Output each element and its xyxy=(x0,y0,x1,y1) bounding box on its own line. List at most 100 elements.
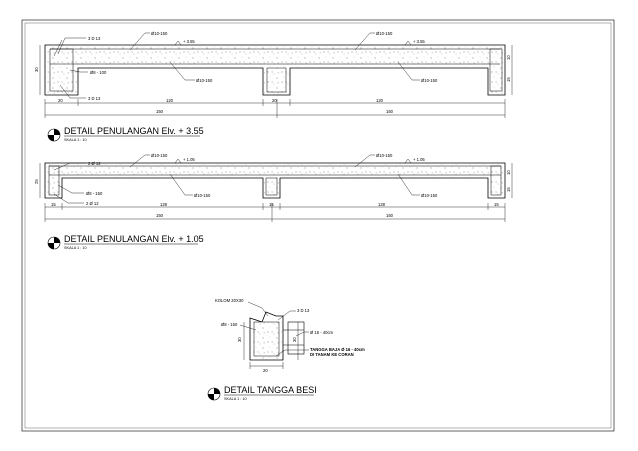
detail-1-leader-bar-top-a xyxy=(129,32,150,51)
detail-3-column-outline xyxy=(249,311,284,361)
detail-2-label-height-right-b: 15 xyxy=(506,187,511,192)
detail-3-leader-note xyxy=(275,349,309,357)
detail-1-label-top-left-bar: 3 D 13 xyxy=(88,36,101,41)
detail-1-label-elev-a: + 3.55 xyxy=(183,39,195,44)
sheet-inner-border xyxy=(24,22,612,429)
detail-1-dim-lower-1: 20 xyxy=(58,98,63,103)
detail-1-dim-total-2: 150 xyxy=(386,109,394,114)
detail-1-leader-stirrup xyxy=(69,69,88,73)
detail-3-section: KOLOM 20X30 3 D 13 Ø8 - 150 Ø 16 - 40cm … xyxy=(207,298,365,401)
detail-3-label-note-2: DI TANAM KE CORAN xyxy=(310,352,354,357)
detail-1-title: DETAIL PENULANGAN Elv. + 3.55 xyxy=(64,126,204,136)
detail-1-mid-stirrup xyxy=(266,67,287,93)
detail-3-column-stirrup xyxy=(253,321,280,357)
detail-1-slab-outline xyxy=(44,44,506,96)
detail-1-dim-lower-2: 120 xyxy=(166,98,174,103)
detail-2-label-bar-top-b: Ø10-150 xyxy=(376,153,393,158)
detail-1-label-elev-b: + 3.55 xyxy=(413,39,425,44)
detail-2-leader-bar-top-a xyxy=(129,154,150,168)
detail-1-leader-bar-top-b xyxy=(354,32,375,51)
detail-2-dim-total-1: 150 xyxy=(156,213,164,218)
detail-1-right-stirrup xyxy=(489,48,503,92)
detail-3-dim-right: 30 xyxy=(292,337,297,342)
detail-3-leader-column xyxy=(247,301,269,317)
detail-1-dim-total-1: 150 xyxy=(156,109,164,114)
detail-1-concrete-right xyxy=(489,67,504,94)
detail-2-dim-lower-2: 128 xyxy=(160,202,168,207)
detail-2-label-top-left-bar: 2 Ø 12 xyxy=(88,161,101,166)
detail-1-label-bar-bot-a: Ø10-150 xyxy=(196,78,213,83)
detail-2-title-symbol xyxy=(47,236,61,250)
detail-2-leader-top-left xyxy=(53,162,86,171)
detail-1-leader-top-left xyxy=(57,37,86,55)
detail-1-concrete-left xyxy=(46,67,77,94)
detail-2-left-stirrup xyxy=(48,165,60,196)
detail-2-elev-mark-b xyxy=(404,158,412,164)
detail-2-label-bar-bot-a: Ø10-150 xyxy=(194,193,211,198)
detail-1-elev-mark-a xyxy=(174,40,182,46)
detail-3-column-concrete xyxy=(251,322,282,359)
detail-3-label-top-bar: 3 D 13 xyxy=(297,308,310,313)
detail-2-dim-lower-5: 15 xyxy=(494,202,499,207)
detail-1-label-bar-top-b: Ø10-150 xyxy=(376,31,393,36)
detail-1-label-height-left: 30 xyxy=(34,67,39,72)
detail-3-label-step-bar: Ø 16 - 40cm xyxy=(310,330,334,335)
detail-1-label-stirrup: Ø8 - 100 xyxy=(90,70,107,75)
detail-2-label-elev-b: + 1.05 xyxy=(413,157,425,162)
detail-1-leader-bar-bot-a xyxy=(169,61,195,81)
detail-2-concrete-top xyxy=(46,164,504,177)
detail-1-scale: SKALA 1 : 10 xyxy=(64,138,87,142)
detail-3-label-column: KOLOM 20X30 xyxy=(215,298,244,303)
detail-2-dim-lower-1: 15 xyxy=(51,202,56,207)
detail-2-leader-bar-bot-b xyxy=(397,173,420,196)
detail-3-title-symbol xyxy=(207,387,221,401)
detail-2-concrete-left xyxy=(46,177,61,197)
detail-2-dim-lower-4: 128 xyxy=(378,202,386,207)
detail-2-scale: SKALA 1 : 10 xyxy=(64,246,87,250)
detail-2-label-height-left: 25 xyxy=(34,179,39,184)
detail-2-section: 2 Ø 12 Ø8 - 150 2 Ø 12 Ø10-150 Ø10-150 Ø… xyxy=(34,153,513,250)
detail-2-leader-bottom-left xyxy=(53,193,84,204)
detail-1-label-bottom-left-bar: 3 D 13 xyxy=(88,96,101,101)
detail-3-ladder-outline xyxy=(287,321,305,355)
detail-2-label-bottom-left-bar: 2 Ø 12 xyxy=(86,201,99,206)
detail-2-elev-mark-a xyxy=(174,158,182,164)
detail-2-dim-total-2: 150 xyxy=(386,213,394,218)
detail-2-label-bar-top-a: Ø10-150 xyxy=(151,153,168,158)
detail-2-label-elev-a: + 1.05 xyxy=(183,157,195,162)
detail-3-title: DETAIL TANGGA BESI xyxy=(224,385,317,395)
detail-1-label-bar-bot-b: Ø10-150 xyxy=(421,78,438,83)
detail-2-label-stirrup: Ø8 - 150 xyxy=(86,191,103,196)
detail-1-title-symbol xyxy=(47,128,61,142)
detail-1-leader-bar-bot-b xyxy=(397,61,420,81)
detail-3-label-stirrup: Ø8 - 150 xyxy=(221,322,238,327)
detail-1-leader-bottom-left xyxy=(59,84,86,99)
detail-2-title: DETAIL PENULANGAN Elv. + 1.05 xyxy=(64,234,204,244)
detail-1-concrete-top xyxy=(46,46,504,67)
detail-2-label-height-right-a: 10 xyxy=(506,170,511,175)
detail-2-concrete-right xyxy=(489,177,504,197)
detail-2-leader-bar-bot-a xyxy=(169,173,193,196)
detail-1-dim-lower-3: 20 xyxy=(272,98,277,103)
detail-3-leader-top-bar xyxy=(277,310,296,321)
detail-3-dim-bottom: 20 xyxy=(263,368,268,373)
detail-3-leader-stirrup xyxy=(239,324,257,331)
detail-3-scale: SKALA 1 : 10 xyxy=(224,397,247,401)
detail-1-label-bar-top-a: Ø10-150 xyxy=(151,31,168,36)
detail-2-dim-lower-3: 15 xyxy=(269,202,274,207)
detail-1-concrete-mid xyxy=(264,67,289,94)
detail-3-label-note-1: TANGGA BAJA Ø 16 - 40cm xyxy=(310,347,365,352)
detail-1-label-height-right-b: 15 xyxy=(506,77,511,82)
detail-1-dim-lower-4: 120 xyxy=(376,98,384,103)
detail-2-label-bar-bot-b: Ø10-150 xyxy=(421,193,438,198)
sheet-border xyxy=(21,19,615,432)
detail-2-leader-stirrup xyxy=(57,184,84,194)
detail-2-right-stirrup xyxy=(490,165,502,196)
detail-1-elev-mark-b xyxy=(404,40,412,46)
detail-2-leader-bar-top-b xyxy=(354,154,375,168)
detail-1-label-height-right-a: 10 xyxy=(506,55,511,60)
detail-2-slab-outline xyxy=(44,162,506,199)
detail-1-section: 3 D 13 Ø8 - 100 3 D 13 Ø10-150 Ø10-150 Ø… xyxy=(34,31,513,142)
detail-3-dim-left: 30 xyxy=(237,337,242,342)
